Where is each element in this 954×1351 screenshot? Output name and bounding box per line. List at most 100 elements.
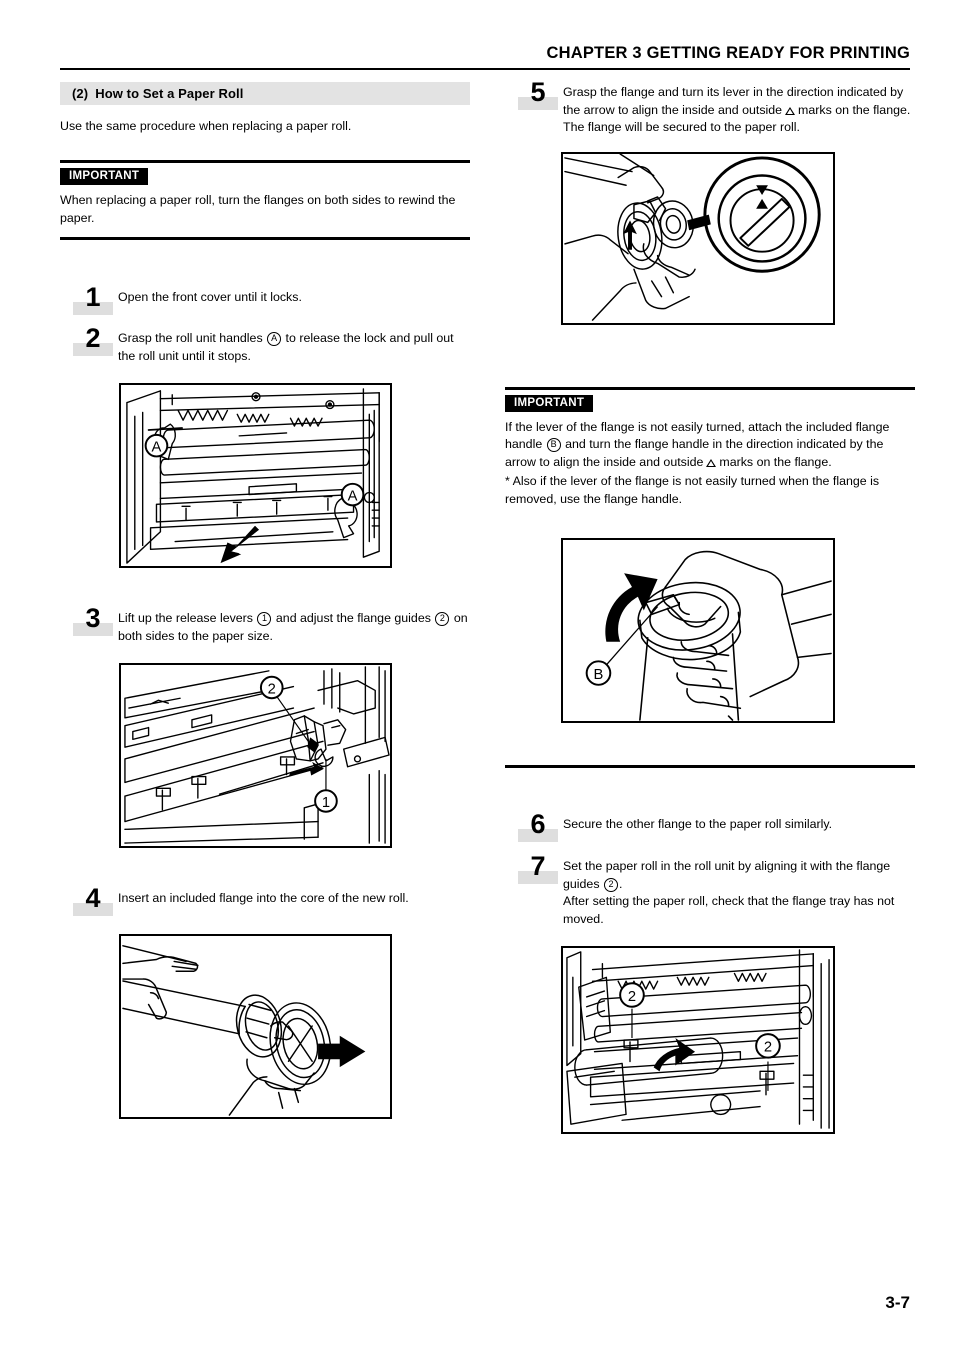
figure-flange-handle: B [561,538,835,723]
important-body-b: and turn the flange handle in the direct… [505,437,884,469]
figure-release-levers: 2 1 [119,663,392,848]
step-7-text-b: . [618,876,623,891]
important-tag-right: IMPORTANT [505,394,594,412]
important-body-left: When replacing a paper roll, turn the fl… [60,193,456,225]
important-rule-top-right [505,386,915,390]
step-1: 1 Open the front cover until it locks. [60,282,470,317]
important-rule-top [60,160,470,163]
step-7-shade [518,871,558,884]
page-header-title: CHAPTER 3 GETTING READY FOR PRINTING [546,44,910,62]
section-heading: (2)How to Set a Paper Roll [60,82,470,105]
step-3-text-b: and adjust the flange guides [275,611,431,625]
step-1-numeral: 1 [85,282,101,312]
step-7-text: Set the paper roll in the roll unit by a… [563,856,915,928]
rotation-arrow-icon [605,573,658,642]
step-4-numeral: 4 [85,883,101,913]
triangle-mark-icon-2 [706,458,717,467]
step-3-text: Lift up the release levers 1 and adjust … [118,608,470,645]
triangle-mark-icon [785,106,796,115]
svg-text:2: 2 [628,989,636,1005]
step-5-text-a: Grasp the flange and turn its lever in t… [563,85,904,117]
callout-b: B [585,660,612,686]
step-7-text-a: Set the paper roll in the roll unit by a… [563,859,891,891]
figure-roll-set-in-unit-drawing: 2 2 [566,949,830,1129]
rotation-arrow-icon [653,1038,696,1072]
step-4-text: Insert an included flange into the core … [118,891,409,905]
callout-1: 1 [314,789,338,813]
step-7-text-c: After setting the paper roll, check that… [563,894,895,926]
callout-marker-a: A [267,332,282,346]
step-2-text-a: Grasp the roll unit handles [118,331,263,345]
callout-marker-1: 1 [257,612,272,626]
step-2-text-b: to release the lock and pull out the rol… [118,331,454,363]
step-1-text: Open the front cover until it locks. [118,290,302,304]
figure-flange-handle-drawing: B [585,550,832,721]
figure-flange-lever-turn-drawing [564,153,821,321]
callout-a-left: A [144,433,169,458]
step-5-text-b: marks on the flange. The flange will be … [563,102,911,135]
svg-text:2: 2 [764,1040,772,1056]
step-7-numeral: 7 [530,851,546,881]
important-note-text: Also if the lever of the flange is not e… [505,474,880,506]
step-5-shade [518,97,558,110]
step-5-text: Grasp the flange and turn its lever in t… [563,82,915,137]
step-5: 5 Grasp the flange and turn its lever in… [505,77,915,137]
step-5-number-badge: 5 [518,77,558,112]
svg-text:1: 1 [322,795,330,811]
step-6-number-badge: 6 [518,809,558,844]
figure-roll-unit-pull-out-drawing: A A [126,388,380,564]
figure-release-levers-drawing: 2 1 [124,666,390,844]
step-4-number-badge: 4 [73,883,113,918]
step-4-shade [73,903,113,916]
step-3-text-c: on both sides to the paper size. [118,611,468,643]
step-1-number-badge: 1 [73,282,113,317]
important-note-right: * Also if the lever of the flange is not… [505,473,915,508]
section-divider [505,765,915,768]
step-3: 3 Lift up the release levers 1 and adjus… [60,603,470,645]
step-3-shade [73,623,113,636]
callout-marker-2: 2 [435,612,450,626]
section-intro-text: Use the same procedure when replacing a … [60,119,352,133]
callout-a-right: A [340,482,365,507]
header-rule [60,68,910,70]
figure-roll-unit-pull-out: A A [119,383,392,568]
step-6-shade [518,829,558,842]
step-3-text-a: Lift up the release levers [118,611,253,625]
step-6: 6 Secure the other flange to the paper r… [505,809,915,844]
page-number: 3-7 [885,1293,910,1312]
svg-text:B: B [594,667,604,683]
insertion-arrow-icon [318,1035,366,1068]
left-column: (2)How to Set a Paper Roll Use the same … [60,82,470,1119]
alignment-triangle-marks [756,184,768,209]
important-tag-left: IMPORTANT [60,168,149,185]
step-6-numeral: 6 [530,809,546,839]
step-1-shade [73,302,113,315]
important-body-a: If the lever of the flange is not easily… [505,419,890,452]
callout-marker-2b: 2 [603,877,618,892]
svg-text:A: A [152,440,162,456]
step-2-text: Grasp the roll unit handles A to release… [118,328,470,365]
step-6-text: Secure the other flange to the paper rol… [563,817,833,831]
svg-text:2: 2 [268,681,276,697]
direction-arrow-icon [288,761,324,777]
svg-text:A: A [348,488,358,504]
step-3-numeral: 3 [85,603,101,633]
step-7-number-badge: 7 [518,851,558,886]
important-block-left: IMPORTANT When replacing a paper roll, t… [60,160,470,240]
step-3-number-badge: 3 [73,603,113,638]
figure-roll-set-in-unit: 2 2 [561,946,835,1134]
step-4: 4 Insert an included flange into the cor… [60,883,470,918]
callout-2-left: 2 [619,982,645,1008]
figure-insert-flange-drawing [122,945,366,1116]
direction-arrow-icon [220,525,259,564]
step-5-numeral: 5 [530,77,546,107]
callout-2-right: 2 [755,1033,781,1059]
callout-marker-b: B [546,438,561,452]
important-rule-bottom [60,237,470,240]
step-2-shade [73,343,113,356]
step-2-number-badge: 2 [73,323,113,358]
section-title: How to Set a Paper Roll [95,86,244,101]
step-2: 2 Grasp the roll unit handles A to relea… [60,323,470,365]
figure-flange-lever-turn [561,151,835,325]
